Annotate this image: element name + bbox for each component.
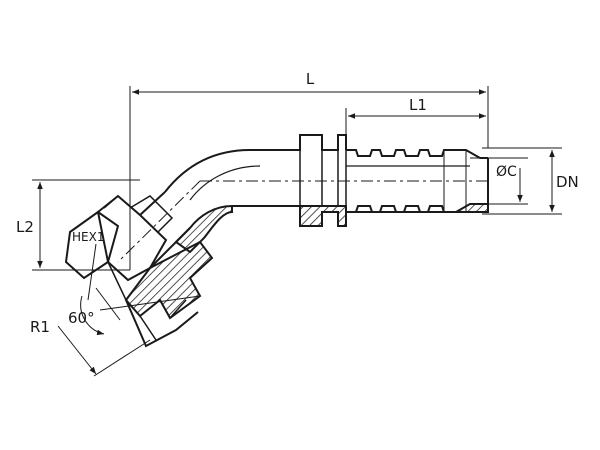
label-angle: 60° [68,309,95,327]
label-l2: L2 [16,218,34,236]
bend-section [139,149,261,269]
nut-assembly [64,194,214,348]
label-l1: L1 [409,96,427,114]
dimension-l1: L1 [345,96,486,138]
label-hex1: HEX1 [72,230,104,244]
label-oc: ØC [496,164,517,180]
label-r1: R1 [30,318,50,336]
hex1-callout: HEX1 [72,230,104,301]
dimension-r1: R1 [30,318,151,377]
dimension-l2: L2 [16,179,140,271]
dimension-l: L [129,70,489,270]
angle-60: 60° [68,287,201,336]
hose-tail [232,134,489,227]
label-dn: DN [556,173,579,191]
dimension-dn: DN [482,147,579,215]
label-l: L [306,70,315,88]
